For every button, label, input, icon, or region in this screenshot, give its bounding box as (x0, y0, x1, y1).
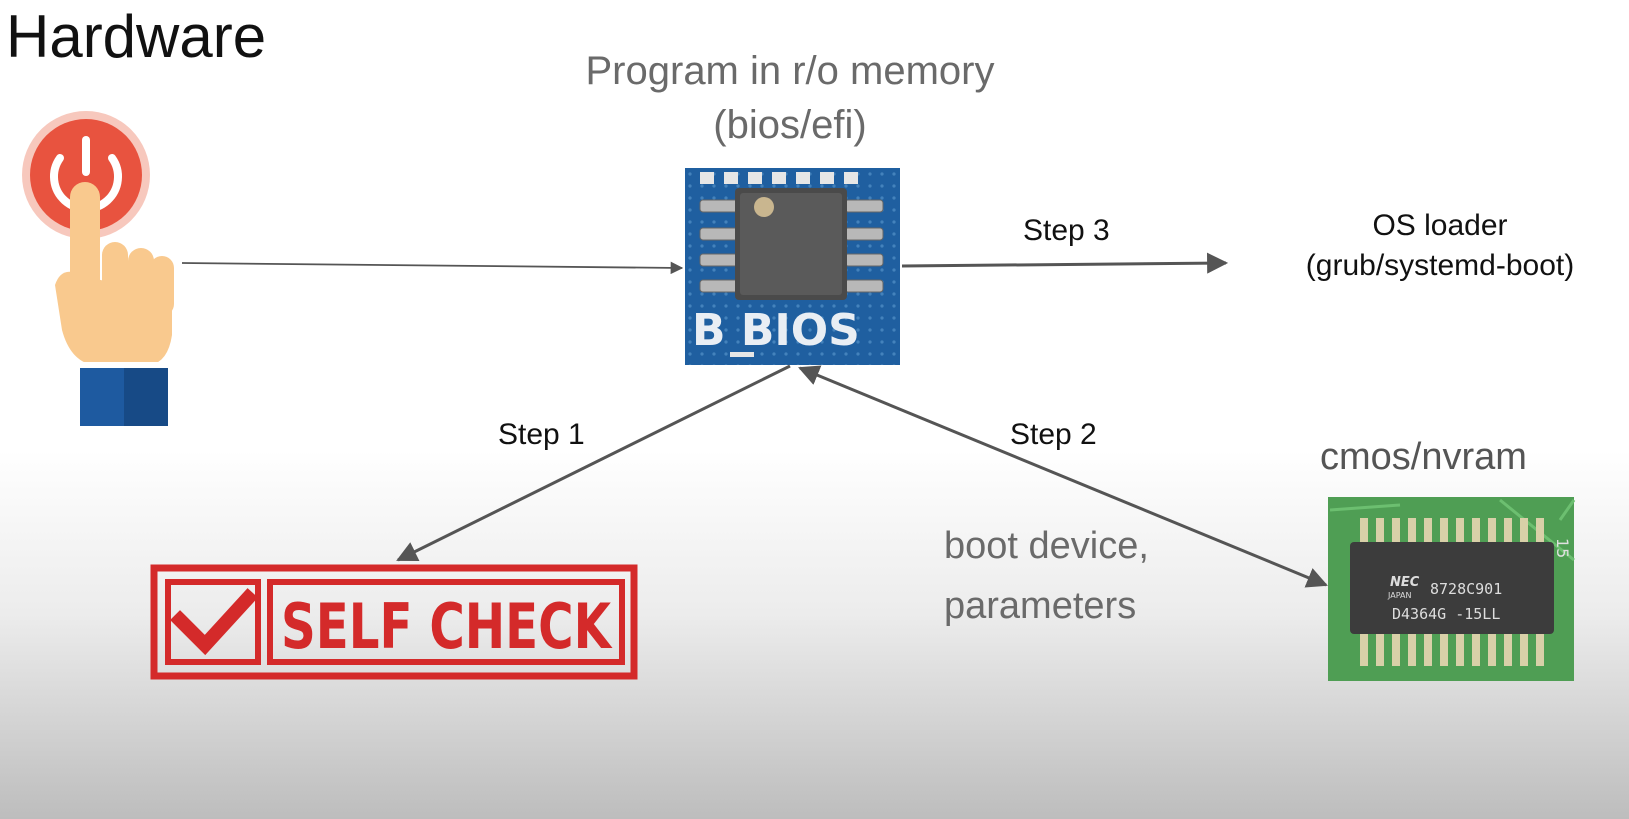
boot-params-line1: boot device, (944, 525, 1149, 567)
bios-title-line1: Program in r/o memory (585, 49, 995, 93)
checkmark-icon (170, 588, 258, 656)
bios-board-label: B BIOS (692, 305, 860, 356)
self-check-label: SELF CHECK (281, 590, 613, 663)
step2-label: Step 2 (1010, 418, 1097, 451)
os-loader-line1: OS loader (1372, 209, 1508, 242)
cmos-chip-code2: D4364G -15LL (1392, 605, 1500, 623)
boot-params-line2: parameters (944, 585, 1137, 627)
arrow-step2 (798, 365, 1328, 588)
cmos-label: cmos/nvram (1320, 436, 1527, 478)
bios-title-line2: (bios/efi) (713, 103, 867, 147)
arrow-step1 (396, 364, 791, 562)
arrow-step3 (901, 252, 1229, 274)
step3-label: Step 3 (1023, 214, 1110, 247)
cmos-chip-image: NEC JAPAN 8728C901 D4364G -15LL 15 (1328, 497, 1576, 681)
os-loader-line2: (grub/systemd-boot) (1305, 249, 1575, 282)
bios-chip-title: Program in r/o memory (bios/efi) (520, 44, 1060, 152)
os-loader-label: OS loader (grub/systemd-boot) (1270, 206, 1610, 286)
power-button-icon (22, 111, 150, 239)
step1-label: Step 1 (498, 418, 585, 451)
cmos-chip-brand: NEC (1390, 575, 1420, 590)
hand-icon (55, 182, 174, 426)
cmos-chip-origin: JAPAN (1387, 591, 1411, 600)
bios-chip-image: B BIOS (685, 168, 900, 365)
page-title: Hardware (6, 3, 267, 70)
arrow-power-to-bios (181, 261, 684, 275)
cmos-chip-code1: 8728C901 (1430, 580, 1502, 598)
boot-params-label: boot device, parameters (944, 516, 1149, 636)
self-check-stamp: SELF CHECK (150, 564, 638, 680)
cmos-board-mark: 15 (1553, 538, 1572, 558)
